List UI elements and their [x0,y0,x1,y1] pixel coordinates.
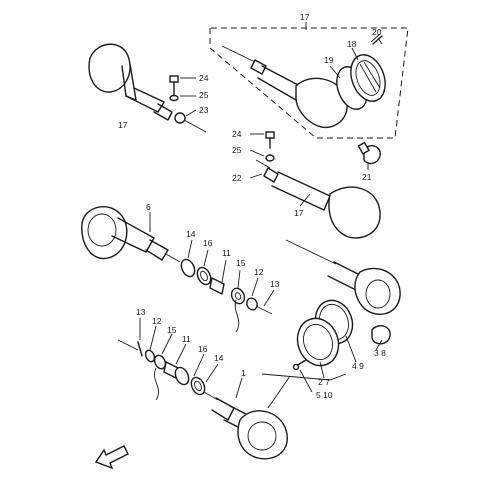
callout-16b: 16 [198,344,208,354]
leader-lines [139,22,383,399]
callout-19: 19 [324,55,334,65]
kit-box-outline [209,27,409,139]
front-flasher-upper [81,206,273,333]
front-flasher-lower [117,339,288,460]
callout-22: 22 [232,173,242,183]
callout-11b: 11 [182,334,191,344]
callout-17c: 17 [294,208,304,218]
callout-15a: 15 [236,258,246,268]
callout-25a: 25 [199,90,209,100]
rear-flasher-right [255,131,381,239]
callout-38: 3 8 [374,348,386,358]
callout-17a: 17 [300,12,310,22]
callout-510: 5 10 [316,390,333,400]
front-flasher-exploded [261,239,401,409]
direction-arrow-icon [94,445,129,470]
flasher-assembly-kit [221,33,386,129]
callout-49: 4 9 [352,361,364,371]
callout-11a: 11 [222,248,231,258]
callout-21: 21 [362,172,372,182]
callout-13a: 13 [270,279,280,289]
callout-25b: 25 [232,145,242,155]
callout-18: 18 [347,39,357,49]
callout-12a: 12 [254,267,264,277]
callout-24b: 24 [232,129,242,139]
callout-27: 2 7 [318,377,330,387]
callout-labels: 17 20 18 19 24 25 23 17 24 25 22 21 17 6… [118,12,386,400]
callout-20: 20 [372,27,382,37]
callout-17b: 17 [118,120,128,130]
callout-15b: 15 [167,325,177,335]
callout-16a: 16 [203,238,213,248]
callout-24a: 24 [199,73,209,83]
callout-1: 1 [241,368,246,378]
callout-13b: 13 [136,307,146,317]
rear-flasher-left [88,43,207,133]
callout-14b: 14 [214,353,224,363]
callout-14a: 14 [186,229,196,239]
callout-6: 6 [146,202,151,212]
callout-23: 23 [199,105,209,115]
callout-12b: 12 [152,316,162,326]
